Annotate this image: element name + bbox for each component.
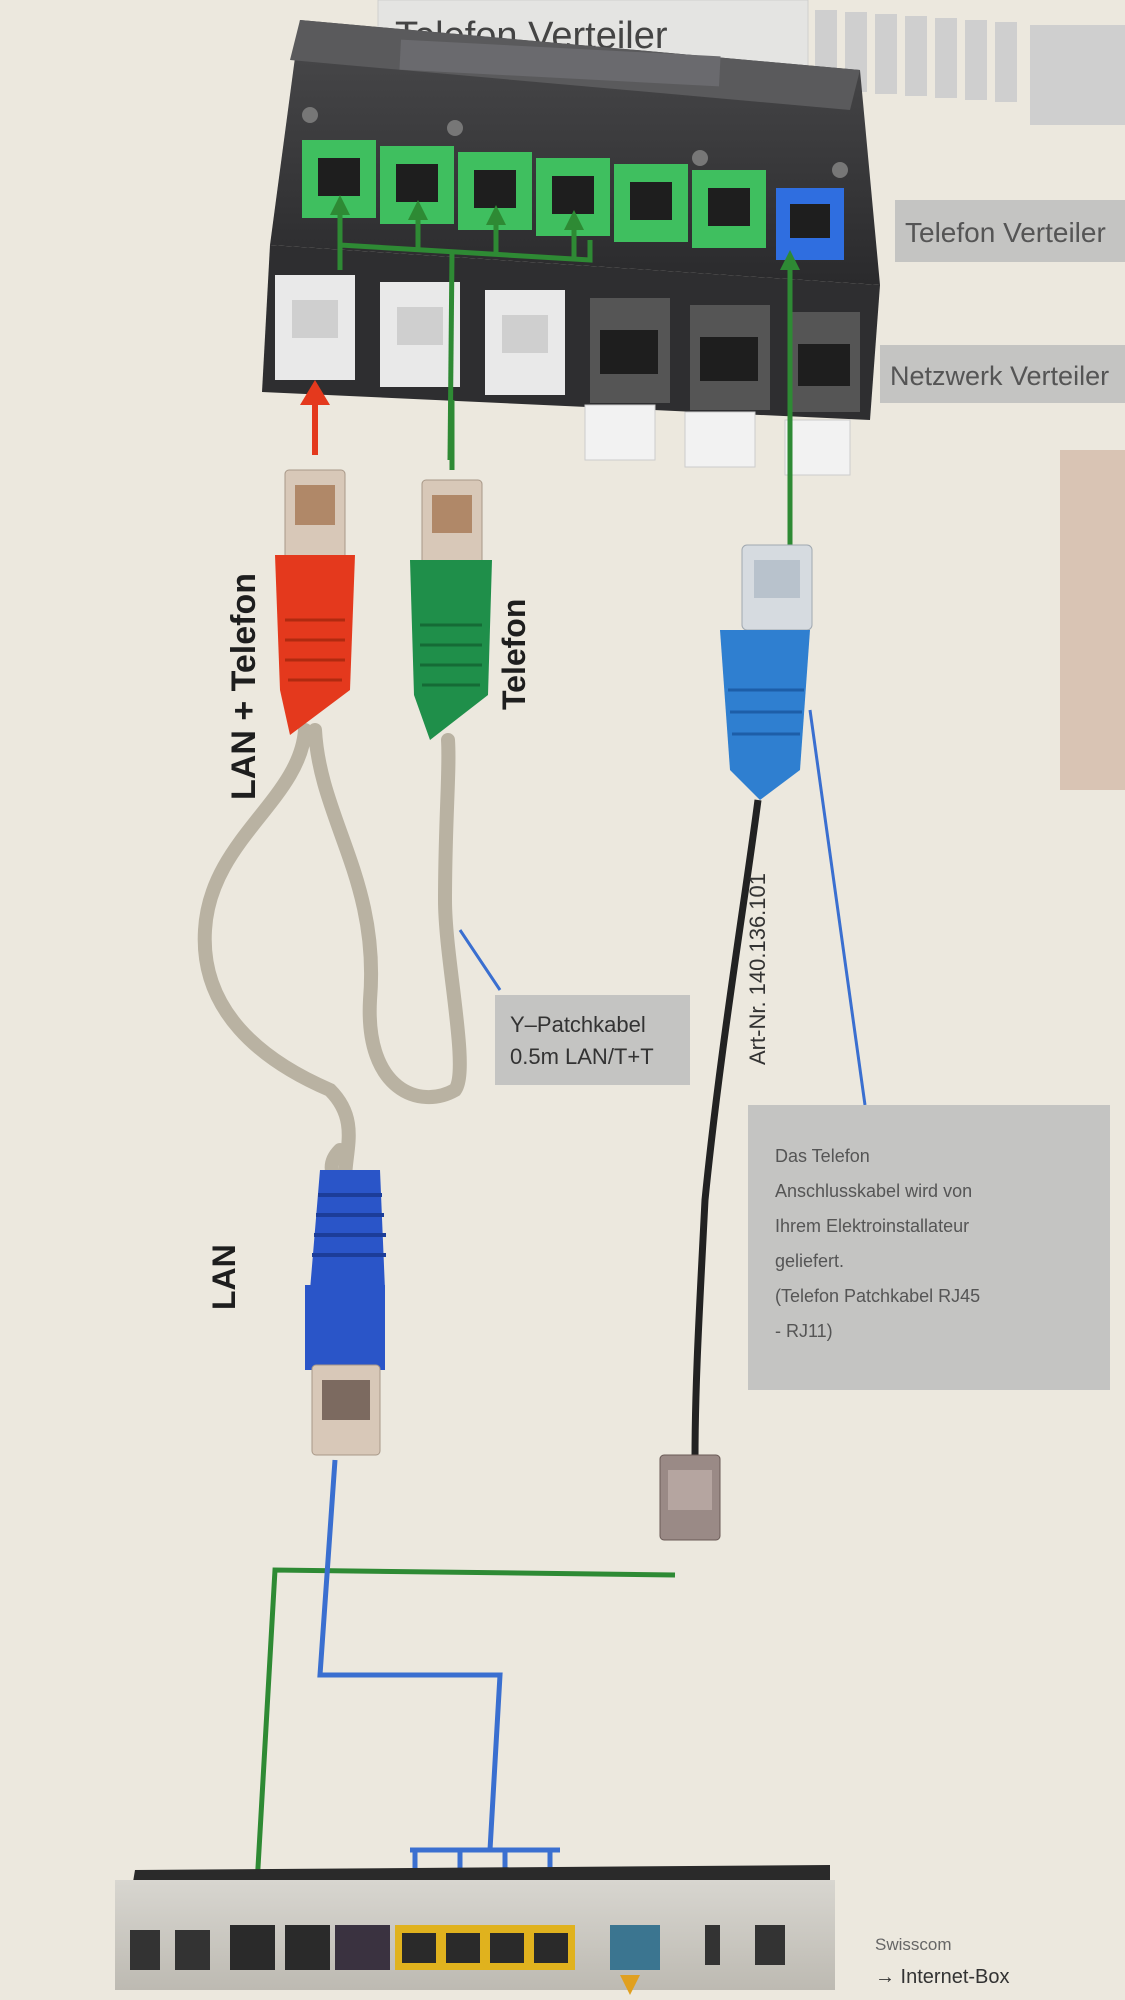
telefon-ports <box>302 140 766 248</box>
background-photo-edge <box>1060 450 1125 790</box>
rj45-plug-icon <box>275 469 355 735</box>
svg-text:Anschlusskabel wird von: Anschlusskabel wird von <box>775 1181 972 1201</box>
label-art-nr: Art-Nr. 140.136.101 <box>745 873 770 1065</box>
svg-text:Y–Patchkabel: Y–Patchkabel <box>510 1012 646 1037</box>
svg-text:(Telefon Patchkabel RJ45: (Telefon Patchkabel RJ45 <box>775 1286 980 1306</box>
panel-label-telefon: Telefon Verteiler <box>895 200 1125 262</box>
router-icon <box>115 1865 835 1995</box>
router-model: → Internet-Box <box>875 1966 1010 1988</box>
rj45-plug-icon <box>410 400 492 740</box>
rj45-plug-icon <box>691 250 813 1461</box>
label-lan: LAN <box>206 1244 242 1310</box>
red-arrow-icon <box>300 380 330 455</box>
panel-label-netzwerk: Netzwerk Verteiler <box>880 345 1125 403</box>
y-patch-note: Y–Patchkabel 0.5m LAN/T+T <box>458 929 690 1085</box>
label-lan-telefon: LAN + Telefon <box>225 573 263 800</box>
rj11-plug-icon <box>659 1454 721 1541</box>
svg-text:0.5m LAN/T+T: 0.5m LAN/T+T <box>510 1044 654 1069</box>
svg-text:geliefert.: geliefert. <box>775 1251 844 1271</box>
router-brand: Swisscom <box>875 1935 952 1954</box>
svg-text:Telefon Verteiler: Telefon Verteiler <box>905 217 1106 248</box>
rj45-plug-icon <box>305 1170 386 1456</box>
netzwerk-ports <box>275 275 860 412</box>
patch-panel-icon <box>262 20 880 476</box>
label-telefon: Telefon <box>496 599 532 710</box>
phone-cable-note: Das Telefon Anschlusskabel wird von Ihre… <box>748 709 1110 1390</box>
svg-text:- RJ11): - RJ11) <box>775 1321 833 1341</box>
svg-text:Das Telefon: Das Telefon <box>775 1146 870 1166</box>
svg-text:Ihrem Elektroinstallateur: Ihrem Elektroinstallateur <box>775 1216 969 1236</box>
green-connection-line <box>252 1567 676 1921</box>
svg-text:Netzwerk Verteiler: Netzwerk Verteiler <box>890 361 1109 391</box>
